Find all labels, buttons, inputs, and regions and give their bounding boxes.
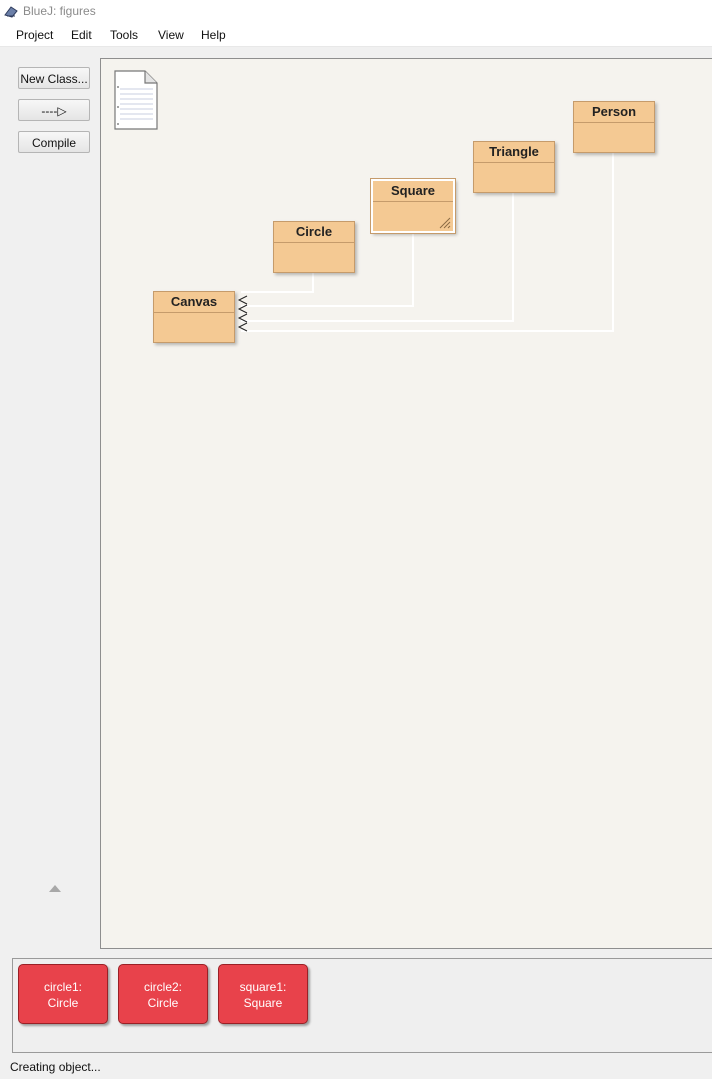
object-name: square1:: [239, 980, 287, 994]
readme-document-icon[interactable]: [113, 69, 159, 131]
class-name: Square: [373, 181, 453, 202]
class-canvas[interactable]: Canvas: [153, 291, 235, 343]
class-name: Circle: [274, 222, 354, 243]
class-triangle[interactable]: Triangle: [473, 141, 555, 193]
status-text: Creating object...: [10, 1060, 101, 1074]
status-bar: Creating object...: [0, 1057, 712, 1079]
dependency-arrows: [237, 151, 614, 332]
class-name: Person: [574, 102, 654, 123]
menu-view[interactable]: View: [158, 28, 184, 42]
object-type: Circle: [47, 996, 79, 1010]
object-bench[interactable]: circle1: Circle circle2: Circle square1:…: [12, 958, 712, 1053]
compile-button[interactable]: Compile: [18, 131, 90, 153]
object-name: circle1:: [43, 980, 82, 994]
class-name: Triangle: [474, 142, 554, 163]
object-name: circle2:: [143, 980, 182, 994]
object-circle1[interactable]: circle1: Circle: [18, 964, 108, 1024]
menu-edit[interactable]: Edit: [71, 28, 92, 42]
menu-project[interactable]: Project: [16, 28, 54, 42]
menu-help[interactable]: Help: [201, 28, 226, 42]
resize-handle-icon[interactable]: [437, 215, 451, 229]
tool-panel: New Class... ----▷ Compile: [0, 47, 100, 950]
new-arrow-button[interactable]: ----▷: [18, 99, 90, 121]
class-name: Canvas: [154, 292, 234, 313]
class-person[interactable]: Person: [573, 101, 655, 153]
menu-tools[interactable]: Tools: [110, 28, 139, 42]
menu-bar: Project Edit Tools View Help: [0, 24, 712, 47]
object-type: Square: [243, 996, 283, 1010]
class-circle[interactable]: Circle: [273, 221, 355, 273]
object-circle2[interactable]: circle2: Circle: [118, 964, 208, 1024]
object-square1[interactable]: square1: Square: [218, 964, 308, 1024]
class-diagram[interactable]: Canvas Circle Square Triangle Person: [100, 58, 712, 949]
bluej-app-icon: [4, 6, 18, 18]
class-square[interactable]: Square: [370, 178, 456, 234]
object-type: Circle: [147, 996, 179, 1010]
new-class-button[interactable]: New Class...: [18, 67, 90, 89]
title-bar: BlueJ: figures: [0, 0, 712, 24]
collapse-arrow-icon[interactable]: [49, 885, 61, 892]
window-title: BlueJ: figures: [23, 4, 96, 18]
